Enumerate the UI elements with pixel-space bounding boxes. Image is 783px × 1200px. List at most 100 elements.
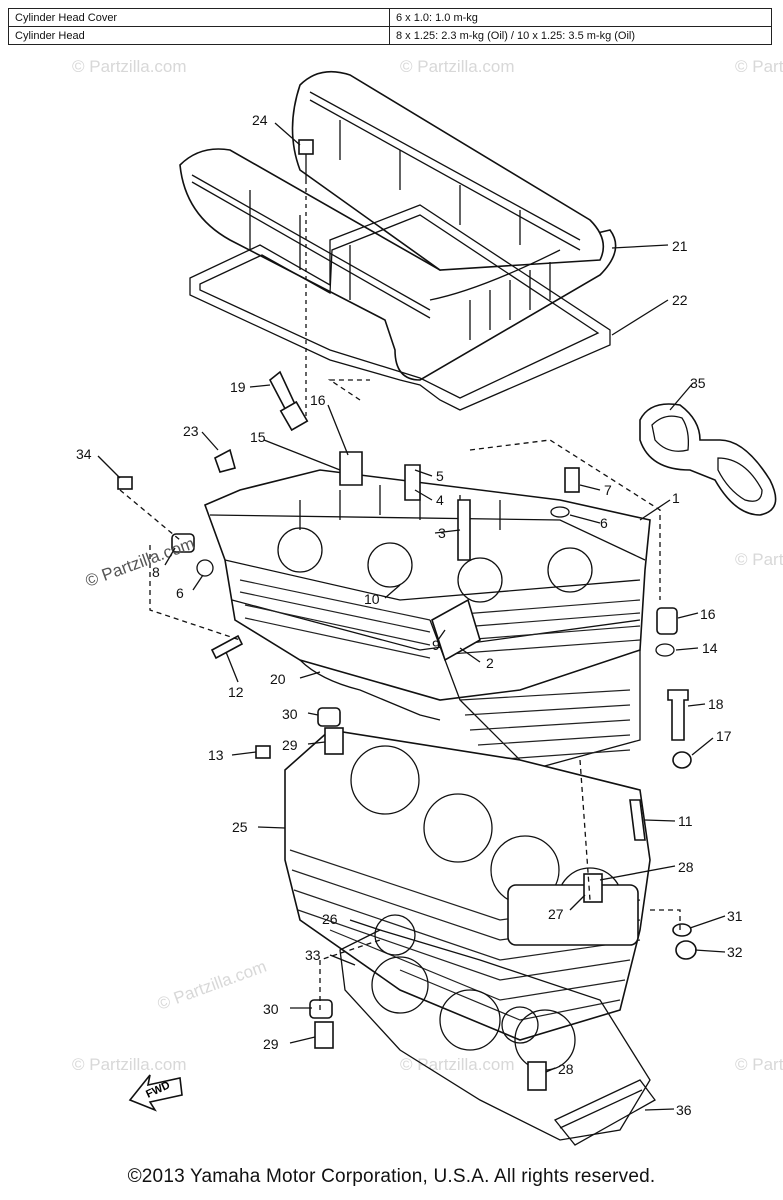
o-ring-26	[374, 914, 416, 956]
callout-label: 2	[486, 655, 494, 671]
callout-label: 16	[700, 606, 716, 622]
callout-label: 33	[305, 947, 321, 963]
bolt-18	[667, 689, 689, 741]
dowel-29	[314, 1021, 334, 1049]
callout-label: 34	[76, 446, 92, 462]
callout-label: 17	[716, 728, 732, 744]
callout-label: 28	[558, 1061, 574, 1077]
stud-11	[629, 799, 646, 841]
callout-labels: 24 21 22 19 16 35 15 23 34 5 4 7 1 6 3 8…	[76, 112, 743, 1118]
o-ring	[439, 989, 501, 1051]
callout-label: 28	[678, 859, 694, 875]
callout-label: 8	[152, 564, 160, 580]
o-ring-28	[501, 1006, 539, 1044]
callout-label: 30	[263, 1001, 279, 1017]
washer-31	[672, 923, 692, 937]
watermark: © Partzilla.com	[72, 1055, 187, 1074]
head-gasket-edge	[299, 659, 441, 721]
leader-lines	[97, 122, 726, 1111]
callout-label: 12	[228, 684, 244, 700]
cylinder-head	[203, 469, 651, 771]
watermark: © Partzilla.com	[735, 550, 783, 569]
callout-label: 30	[282, 706, 298, 722]
nut-32	[675, 940, 697, 960]
callout-label: 19	[230, 379, 246, 395]
gasket-35	[639, 403, 777, 516]
callout-label: 32	[727, 944, 743, 960]
washer-6	[196, 559, 214, 577]
fwd-arrow: FWD	[128, 1074, 183, 1112]
spark-plug-19	[268, 370, 309, 432]
nut-30	[309, 999, 333, 1019]
callout-label: 13	[208, 747, 224, 763]
stud-3	[457, 499, 471, 561]
callout-label: 15	[250, 429, 266, 445]
watermark: © Partzilla.com	[155, 957, 269, 1014]
callout-label: 7	[604, 482, 612, 498]
cap-23	[214, 448, 236, 473]
dowel-28	[527, 1061, 547, 1091]
rocker-9	[431, 598, 481, 662]
callout-label: 25	[232, 819, 248, 835]
torque-part-name: Cylinder Head	[8, 26, 390, 45]
callout-label: 36	[676, 1102, 692, 1118]
callout-label: 6	[176, 585, 184, 601]
o-ring	[371, 956, 429, 1014]
callout-label: 5	[436, 468, 444, 484]
washer-14	[655, 643, 675, 657]
callout-label: 27	[548, 906, 564, 922]
dowel-29	[324, 727, 344, 755]
cap-13	[255, 745, 271, 759]
watermark: © Partzilla.com	[735, 57, 783, 76]
watermark: © Partzilla.com	[400, 1055, 515, 1074]
nut-30	[317, 707, 341, 727]
gasket-36	[553, 1079, 656, 1146]
cylinder-head-cover	[179, 70, 617, 381]
callout-label: 29	[263, 1036, 279, 1052]
torque-spec-table: Cylinder Head Cover 6 x 1.0: 1.0 m-kg Cy…	[8, 8, 772, 45]
cap-16	[656, 607, 678, 635]
callout-label: 35	[690, 375, 706, 391]
callout-label: 4	[436, 492, 444, 508]
exploded-parts-diagram: © Partzilla.com © Partzilla.com © Partzi…	[72, 57, 783, 1146]
cover-gasket	[189, 204, 611, 411]
callout-label: 23	[183, 423, 199, 439]
base-gasket	[339, 929, 651, 1141]
torque-spec-value: 8 x 1.25: 2.3 m-kg (Oil) / 10 x 1.25: 3.…	[389, 26, 772, 45]
callout-label: 9	[432, 637, 440, 653]
callout-label: 18	[708, 696, 724, 712]
cylinder-block	[284, 729, 651, 1041]
gasket-36-inner	[559, 1089, 643, 1129]
washer-17	[672, 751, 692, 769]
callout-label: 22	[672, 292, 688, 308]
copyright-notice: ©2013 Yamaha Motor Corporation, U.S.A. A…	[127, 1166, 656, 1187]
callout-label: 24	[252, 112, 268, 128]
callout-label: 29	[282, 737, 298, 753]
plug-7	[564, 467, 580, 493]
stud-12	[210, 634, 244, 660]
callout-label: 21	[672, 238, 688, 254]
dowel-28	[583, 873, 603, 903]
bolt-24	[298, 139, 314, 420]
washer-6	[550, 506, 570, 518]
cap-34	[117, 476, 133, 490]
callout-label: 3	[438, 525, 446, 541]
watermark: © Partzilla.com	[735, 1055, 783, 1074]
torque-row: Cylinder Head 8 x 1.25: 2.3 m-kg (Oil) /…	[8, 26, 772, 45]
callout-label: 14	[702, 640, 718, 656]
callout-label: 16	[310, 392, 326, 408]
cover-gasket-inner	[199, 214, 600, 399]
cap-16	[339, 451, 363, 486]
watermark-main: © Partzilla.com	[83, 534, 197, 591]
callout-label: 20	[270, 671, 286, 687]
callout-label: 6	[600, 515, 608, 531]
callout-label: 31	[727, 908, 743, 924]
valve-5	[404, 464, 421, 501]
reference-lines	[119, 379, 681, 1010]
watermark: © Partzilla.com	[400, 57, 515, 76]
watermark: © Partzilla.com	[72, 57, 187, 76]
callout-label: 1	[672, 490, 680, 506]
callout-label: 11	[678, 813, 693, 829]
callout-label: 10	[364, 591, 380, 607]
callout-label: 26	[322, 911, 338, 927]
